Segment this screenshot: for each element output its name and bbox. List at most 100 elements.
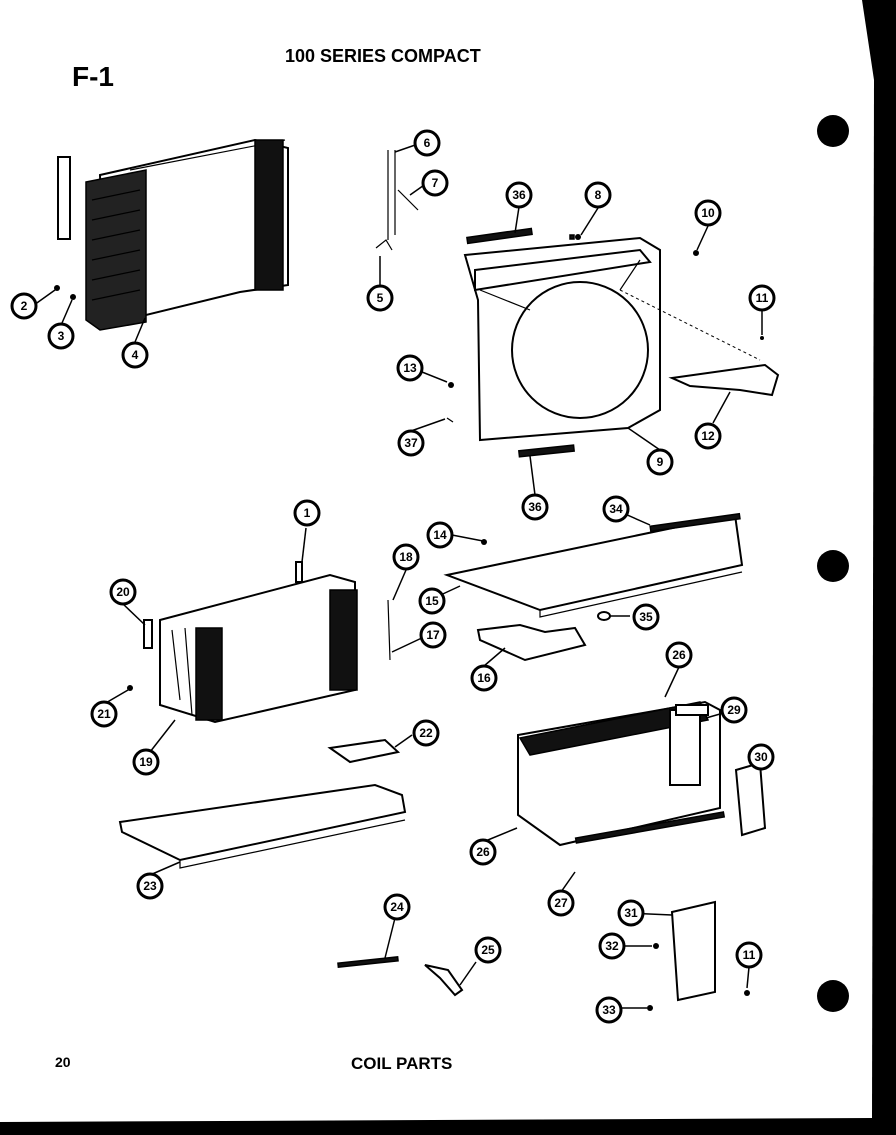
callout-8[interactable]: 8 [584,181,612,209]
section-title: COIL PARTS [351,1054,452,1073]
drain-pan-23 [118,783,407,862]
callout-34[interactable]: 34 [602,495,630,523]
callout-37[interactable]: 37 [397,429,425,457]
base-panel-illustration [443,512,744,618]
callout-label: 22 [419,726,433,740]
binder-hole-bottom [817,980,849,1012]
callout-27[interactable]: 27 [547,889,575,917]
callout-label: 4 [132,348,139,362]
callout-label: 14 [433,528,447,542]
screw-10 [693,250,699,256]
screw-8 [575,234,581,240]
screw-2 [54,285,60,291]
callout-label: 29 [727,703,741,717]
callout-11[interactable]: 11 [748,284,776,312]
screw-3 [70,294,76,300]
callout-16[interactable]: 16 [470,664,498,692]
callout-label: 3 [58,329,65,343]
callout-label: 16 [477,671,491,685]
callout-label: 7 [432,176,439,190]
figure-code: F-1 [72,61,114,92]
callout-label: 13 [403,361,417,375]
callout-20[interactable]: 20 [109,578,137,606]
callout-label: 26 [672,648,686,662]
screw-11 [760,336,764,340]
callout-2[interactable]: 2 [10,292,38,320]
callout-30[interactable]: 30 [747,743,775,771]
callout-4[interactable]: 4 [121,341,149,369]
series-title: 100 SERIES COMPACT [285,46,481,66]
callout-label: 32 [605,939,619,953]
callout-label: 19 [139,755,153,769]
binder-hole-top [817,115,849,147]
callout-26-upper[interactable]: 26 [665,641,693,669]
callout-label: 5 [377,291,384,305]
callout-1[interactable]: 1 [293,499,321,527]
callout-35[interactable]: 35 [632,603,660,631]
callout-14[interactable]: 14 [426,521,454,549]
cover-plate-31 [670,900,716,1002]
control-box-illustration [517,700,767,847]
bracket-12 [668,363,780,397]
shroud-dashed-line [619,289,761,361]
clip-37 [446,417,454,423]
callout-22[interactable]: 22 [412,719,440,747]
callout-10[interactable]: 10 [694,199,722,227]
callout-13[interactable]: 13 [396,354,424,382]
callout-21[interactable]: 21 [90,700,118,728]
callout-label: 9 [657,455,664,469]
callout-label: 33 [602,1003,616,1017]
callout-7[interactable]: 7 [421,169,449,197]
callout-24[interactable]: 24 [383,893,411,921]
callout-6[interactable]: 6 [413,129,441,157]
condenser-coil-illustration [57,138,289,331]
callout-36-upper[interactable]: 36 [505,181,533,209]
callout-label: 11 [756,291,769,305]
callout-31[interactable]: 31 [617,899,645,927]
callout-label: 17 [426,628,440,642]
callout-label: 6 [424,136,431,150]
callout-label: 36 [512,188,526,202]
callout-label: 35 [639,610,653,624]
callout-label: 15 [425,594,439,608]
callout-label: 1 [304,506,311,520]
callout-label: 36 [528,500,542,514]
callout-label: 37 [404,436,418,450]
callout-label: 11 [743,948,756,962]
rod-24 [337,956,399,968]
callout-33[interactable]: 33 [595,996,623,1024]
callout-3[interactable]: 3 [47,322,75,350]
callout-label: 18 [399,550,413,564]
callout-label: 23 [143,879,157,893]
shroud-illustration [463,227,661,458]
callout-label: 34 [609,502,623,516]
callout-label: 25 [481,943,495,957]
grommet-35 [597,611,611,621]
page-number: 20 [55,1054,71,1070]
callout-29[interactable]: 29 [720,696,748,724]
callout-15[interactable]: 15 [418,587,446,615]
callout-label: 10 [701,206,715,220]
callout-11-lower[interactable]: 11 [735,941,763,969]
callout-12[interactable]: 12 [694,422,722,450]
screw-13 [448,382,454,388]
screw-14 [481,539,487,545]
callout-19[interactable]: 19 [132,748,160,776]
callout-label: 12 [701,429,715,443]
callout-label: 2 [21,299,28,313]
callout-label: 8 [595,188,602,202]
callout-36-lower[interactable]: 36 [521,493,549,521]
callout-25[interactable]: 25 [474,936,502,964]
plate-16 [476,623,587,662]
callout-9[interactable]: 9 [646,448,674,476]
callout-32[interactable]: 32 [598,932,626,960]
callout-18[interactable]: 18 [392,543,420,571]
callout-label: 31 [624,906,638,920]
callout-26-lower[interactable]: 26 [469,838,497,866]
binder-hole-middle [817,550,849,582]
callout-5[interactable]: 5 [366,284,394,312]
callout-17[interactable]: 17 [419,621,447,649]
callout-label: 20 [116,585,130,599]
callout-23[interactable]: 23 [136,872,164,900]
